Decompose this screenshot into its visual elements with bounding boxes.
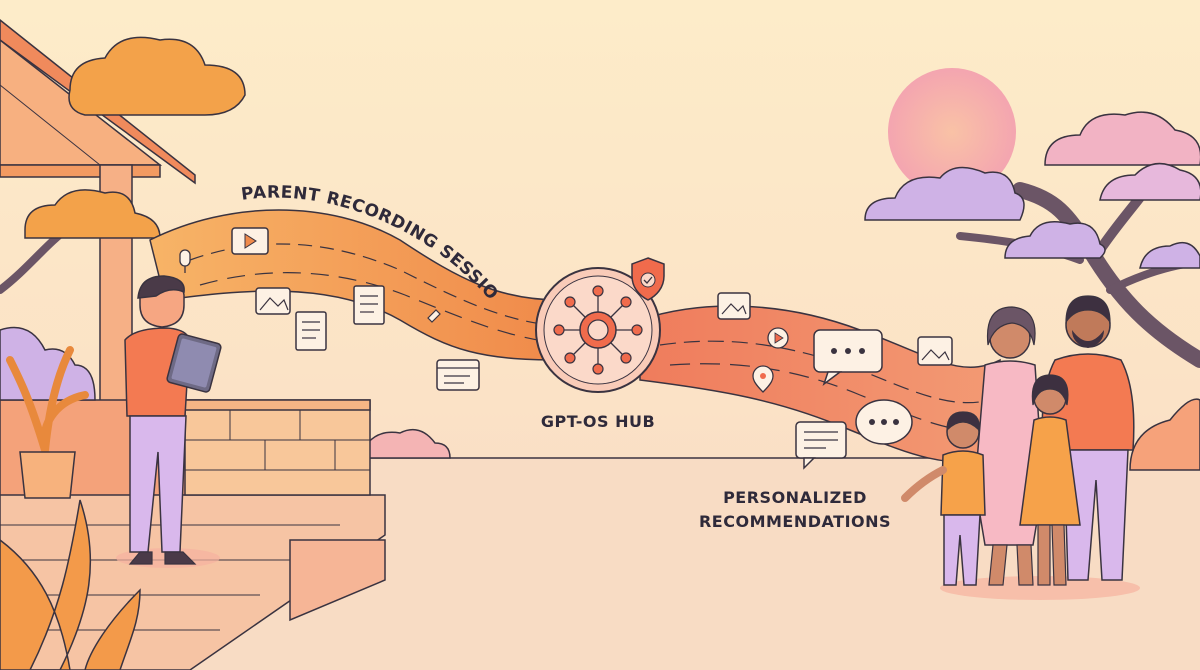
- sun: [888, 68, 1016, 196]
- cloud-foliage: [24, 189, 161, 239]
- image-icon: [917, 336, 953, 366]
- orange-bush: [1129, 398, 1200, 471]
- potted-plant: [6, 346, 89, 499]
- cloud-foliage: [864, 166, 1025, 221]
- network-node-icon: [553, 285, 643, 375]
- output-label-line1: PERSONALIZED: [723, 488, 867, 507]
- image-icon: [717, 292, 751, 320]
- play-icon: [767, 327, 789, 349]
- son-figure: [901, 411, 986, 586]
- message-icon: [795, 421, 847, 470]
- right-tree: [864, 111, 1200, 368]
- browser-window-icon: [436, 359, 480, 391]
- cloud-foliage: [1004, 221, 1106, 259]
- microphone-icon: [179, 249, 191, 273]
- text-note-icon: [427, 309, 441, 323]
- pink-bush: [358, 428, 451, 459]
- left-tree: [0, 36, 246, 294]
- brick-wall: [184, 399, 371, 496]
- cloud-foliage: [68, 36, 246, 116]
- hub-label: GPT-OS HUB: [541, 412, 655, 431]
- cloud-foliage: [1099, 162, 1200, 201]
- cloud-foliage: [1044, 111, 1200, 166]
- output-label-line2: RECOMMENDATIONS: [699, 512, 891, 531]
- chat-bubble-icon: [855, 399, 913, 445]
- video-play-icon: [231, 227, 269, 255]
- document-icon: [295, 311, 327, 351]
- document-icon: [353, 285, 385, 325]
- parent-figure: [116, 275, 222, 568]
- cloud-foliage: [1139, 241, 1200, 269]
- deck: [0, 494, 386, 670]
- location-pin-icon: [752, 365, 774, 393]
- chat-bubble-icon: [813, 329, 883, 387]
- family-group: [901, 295, 1140, 600]
- shield-check-icon: [631, 257, 665, 301]
- daughter-figure: [1019, 374, 1081, 586]
- image-icon: [255, 287, 291, 315]
